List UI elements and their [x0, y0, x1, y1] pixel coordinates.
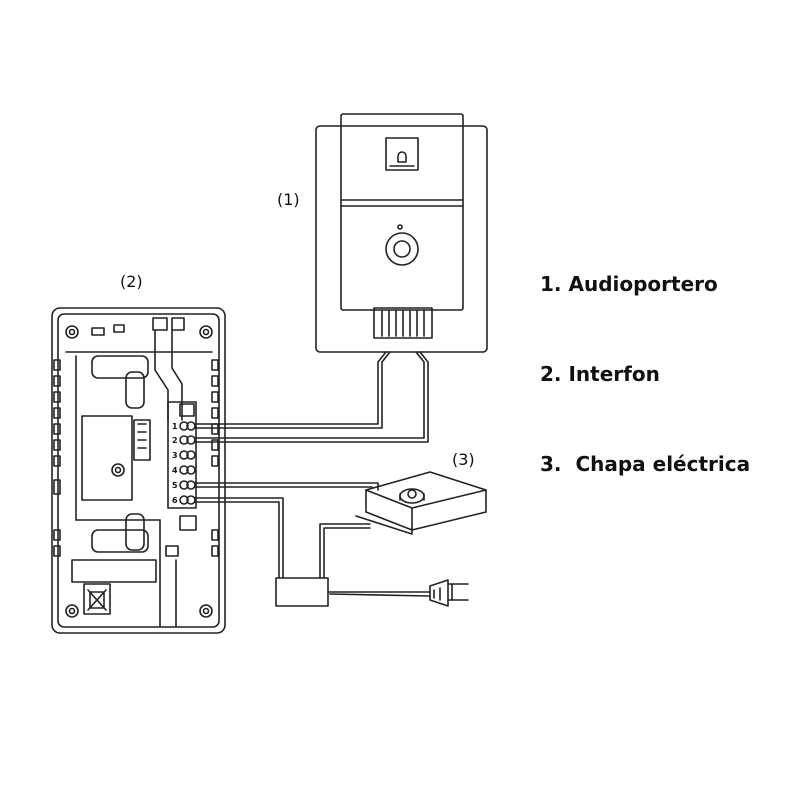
screw-icon — [65, 604, 79, 618]
legend-item-chapa-electrica: 3. Chapa eléctrica — [540, 452, 751, 476]
screw-icon — [65, 325, 79, 339]
intercom-unit — [51, 307, 226, 634]
terminal-label-1: 1 — [172, 422, 178, 431]
nameplate-icon — [385, 137, 419, 171]
power-plug-icon — [429, 579, 469, 607]
legend-item-audioportero: 1. Audioportero — [540, 272, 718, 296]
wire-door-panel-2 — [194, 351, 429, 443]
electric-lock-unit — [355, 471, 487, 535]
terminal-label-5: 5 — [172, 481, 178, 490]
microphone-icon — [397, 224, 403, 230]
door-panel-unit — [315, 113, 488, 353]
weee-bin-icon — [83, 583, 111, 615]
vent-ribs-left — [53, 359, 61, 557]
callout-intercom: (2) — [120, 272, 143, 291]
terminal-label-3: 3 — [172, 451, 178, 460]
power-adapter — [275, 577, 431, 607]
screw-icon — [199, 604, 213, 618]
wire-door-panel-1 — [194, 351, 391, 429]
callout-door-panel: (1) — [277, 190, 300, 209]
terminal-label-6: 6 — [172, 496, 178, 505]
screw-icon — [199, 325, 213, 339]
legend-item-interfon: 2. Interfon — [540, 362, 660, 386]
call-button-icon — [385, 232, 419, 266]
terminal-block — [167, 401, 197, 509]
terminal-label-4: 4 — [172, 466, 178, 475]
terminal-label-2: 2 — [172, 436, 178, 445]
callout-electric-lock: (3) — [452, 450, 475, 469]
wire-lock — [194, 482, 379, 491]
vent-ribs-right — [211, 359, 219, 557]
speaker-grille — [373, 307, 433, 339]
wire-power — [194, 497, 371, 579]
